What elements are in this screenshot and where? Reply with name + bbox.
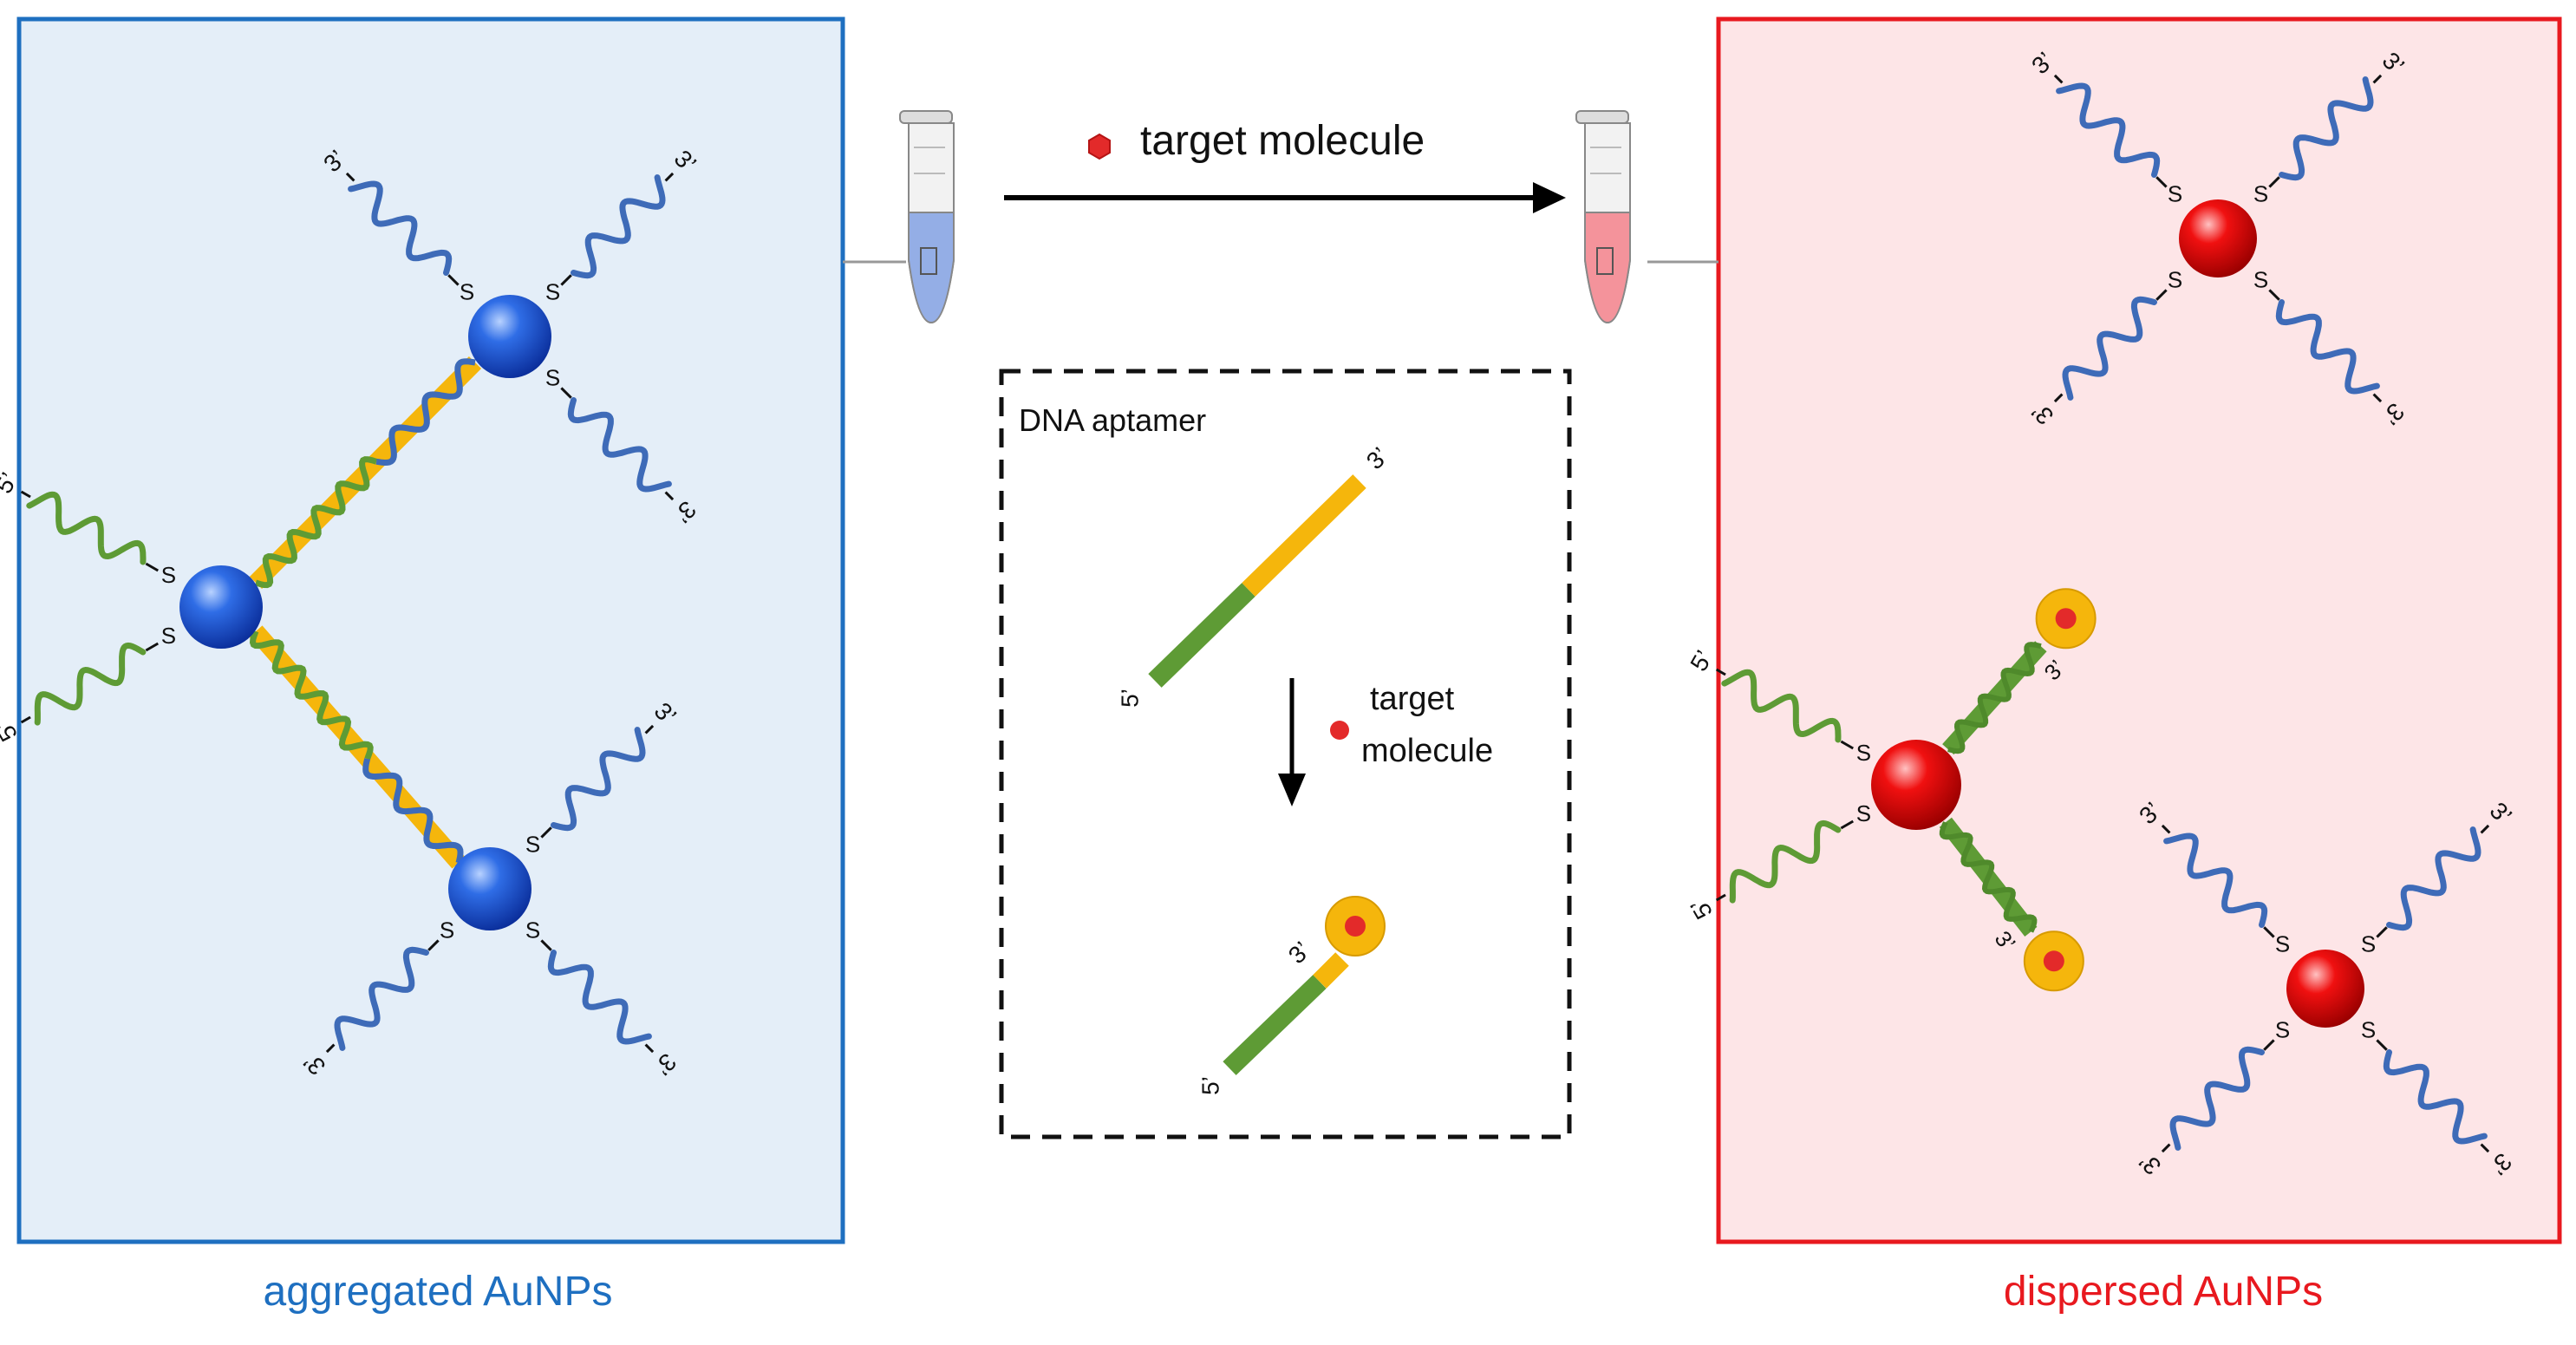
thiol-label: S xyxy=(2168,266,2182,292)
strand-end-label: 5’ xyxy=(1685,646,1718,676)
aggregated-aunp-network: S3’S3’S3’S5’S5’S3’S3’S3’ xyxy=(0,145,701,1081)
gold-nanoparticle xyxy=(179,565,263,649)
inset-title: DNA aptamer xyxy=(1019,402,1206,438)
wavy-oligo xyxy=(2383,1049,2488,1145)
dna-strand: S5’ xyxy=(0,623,176,746)
wavy-oligo xyxy=(547,950,652,1045)
wavy-oligo xyxy=(26,491,147,565)
wavy-oligo xyxy=(34,642,147,726)
aptamer-yellow-segment xyxy=(1242,474,1366,597)
inset-step-label-line2: molecule xyxy=(1361,733,1493,769)
aptamer-folding-illustration: 5’ 3’ 5’ 3’ xyxy=(1116,442,1393,1095)
aptamer-duplex xyxy=(249,356,482,590)
aptamer-three-prime-label: 3’ xyxy=(1361,442,1393,474)
wavy-oligo xyxy=(348,180,453,276)
gold-nanoparticle xyxy=(1871,740,1961,830)
wavy-oligo xyxy=(2386,826,2481,931)
red-tube-icon xyxy=(1575,110,1631,324)
aggregated-panel-box xyxy=(16,16,845,1244)
inset-dashed-box xyxy=(999,369,1572,1139)
thiol-label: S xyxy=(2275,930,2290,957)
wavy-oligo xyxy=(2169,1046,2265,1151)
wavy-oligo xyxy=(551,727,646,832)
wavy-oligo xyxy=(2062,296,2157,401)
thiol-label: S xyxy=(525,917,540,943)
thiol-label: S xyxy=(440,917,454,943)
wavy-oligo xyxy=(1721,669,1842,743)
thiol-label: S xyxy=(545,364,560,390)
reaction-arrow xyxy=(1004,182,1566,213)
bound-target-molecule-icon xyxy=(2043,950,2064,972)
thiol-label: S xyxy=(2361,930,2376,957)
wavy-oligo xyxy=(2056,82,2161,178)
aggregated-caption: aggregated AuNPs xyxy=(264,1269,613,1315)
thiol-label: S xyxy=(2361,1016,2376,1042)
wavy-oligo xyxy=(2275,299,2380,395)
blue-tube-icon xyxy=(899,110,955,324)
thiol-label: S xyxy=(460,278,474,304)
dispersed-panel-box xyxy=(1716,16,2562,1244)
thiol-label: S xyxy=(2253,180,2268,206)
folded-aptamer-arm: 3’ xyxy=(1939,817,2084,992)
thiol-label: S xyxy=(2275,1016,2290,1042)
folding-arrow xyxy=(1278,678,1306,806)
gold-nanoparticle xyxy=(448,847,532,930)
thiol-label: S xyxy=(525,831,540,857)
thiol-label: S xyxy=(161,562,176,588)
thiol-label: S xyxy=(161,623,176,649)
dispersed-panel: S3’S3’S3’S3’S3’S3’S3’S3’S5’S5’3’3’ xyxy=(1685,16,2562,1244)
captured-target-molecule-icon xyxy=(1345,916,1366,937)
inset-target-molecule-icon xyxy=(1330,721,1349,740)
aptamer-duplex xyxy=(249,625,466,869)
target-molecule-icon xyxy=(1088,133,1111,160)
wavy-oligo xyxy=(2163,832,2268,928)
folded-aptamer-arm: 3’ xyxy=(1942,588,2097,755)
thiol-label: S xyxy=(545,278,560,304)
thiol-label: S xyxy=(1856,800,1871,826)
inset-step-label-line1: target xyxy=(1370,681,1455,717)
wavy-oligo xyxy=(334,946,429,1051)
reaction-arrow-label: target molecule xyxy=(1140,118,1425,164)
folded-five-prime-label: 5’ xyxy=(1197,1076,1223,1095)
folded-aptamer-green-segment xyxy=(1223,975,1327,1075)
aptamer-inset: DNA aptamer 5’ 3’ 5’ 3’ target molecule xyxy=(999,369,1572,1139)
wavy-oligo xyxy=(571,174,666,279)
dna-strand: S3’ xyxy=(298,917,454,1081)
gold-nanoparticle xyxy=(2286,950,2364,1028)
thiol-label: S xyxy=(2168,180,2182,206)
gold-nanoparticle xyxy=(468,295,551,378)
folded-three-prime-label: 3’ xyxy=(1283,937,1315,969)
bound-target-molecule-icon xyxy=(2055,608,2077,630)
wavy-oligo xyxy=(2279,76,2374,181)
wavy-oligo xyxy=(1729,819,1842,904)
aggregated-panel: S3’S3’S3’S5’S5’S3’S3’S3’ xyxy=(0,16,845,1244)
gold-nanoparticle xyxy=(2179,199,2257,277)
thiol-label: S xyxy=(2253,266,2268,292)
strand-end-label: 5’ xyxy=(1685,894,1718,924)
dna-strand: S3’ xyxy=(525,697,681,857)
thiol-label: S xyxy=(1856,740,1871,766)
aptamer-green-segment xyxy=(1148,583,1255,688)
wavy-oligo xyxy=(567,397,672,493)
aptamer-five-prime-label: 5’ xyxy=(1116,689,1143,708)
dispersed-caption: dispersed AuNPs xyxy=(2004,1269,2323,1315)
